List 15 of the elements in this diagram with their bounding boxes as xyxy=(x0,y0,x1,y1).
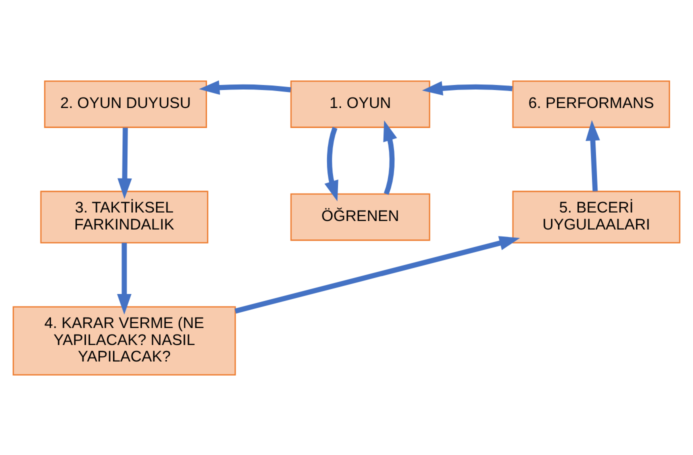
arrow xyxy=(117,242,132,314)
node-box: 1. OYUN xyxy=(290,80,430,128)
node-box: 4. KARAR VERME (NE YAPILACAK? NASIL YAPILACAK? xyxy=(12,306,236,376)
arrow xyxy=(324,126,338,201)
node-box: ÖĞRENEN xyxy=(290,192,430,240)
node-box: 5. BECERİ UYGULAALARI xyxy=(512,190,680,243)
arrow xyxy=(234,236,520,314)
arrow xyxy=(383,120,398,194)
node-box: 3. TAKTİKSEL FARKINDALIK xyxy=(40,190,208,243)
node-box: 2. OYUN DUYUSU xyxy=(44,80,207,128)
arrow xyxy=(118,127,132,198)
node-box: 6. PERFORMANS xyxy=(512,80,670,128)
arrow xyxy=(586,120,600,191)
arrow xyxy=(198,80,291,94)
arrow xyxy=(422,80,513,95)
